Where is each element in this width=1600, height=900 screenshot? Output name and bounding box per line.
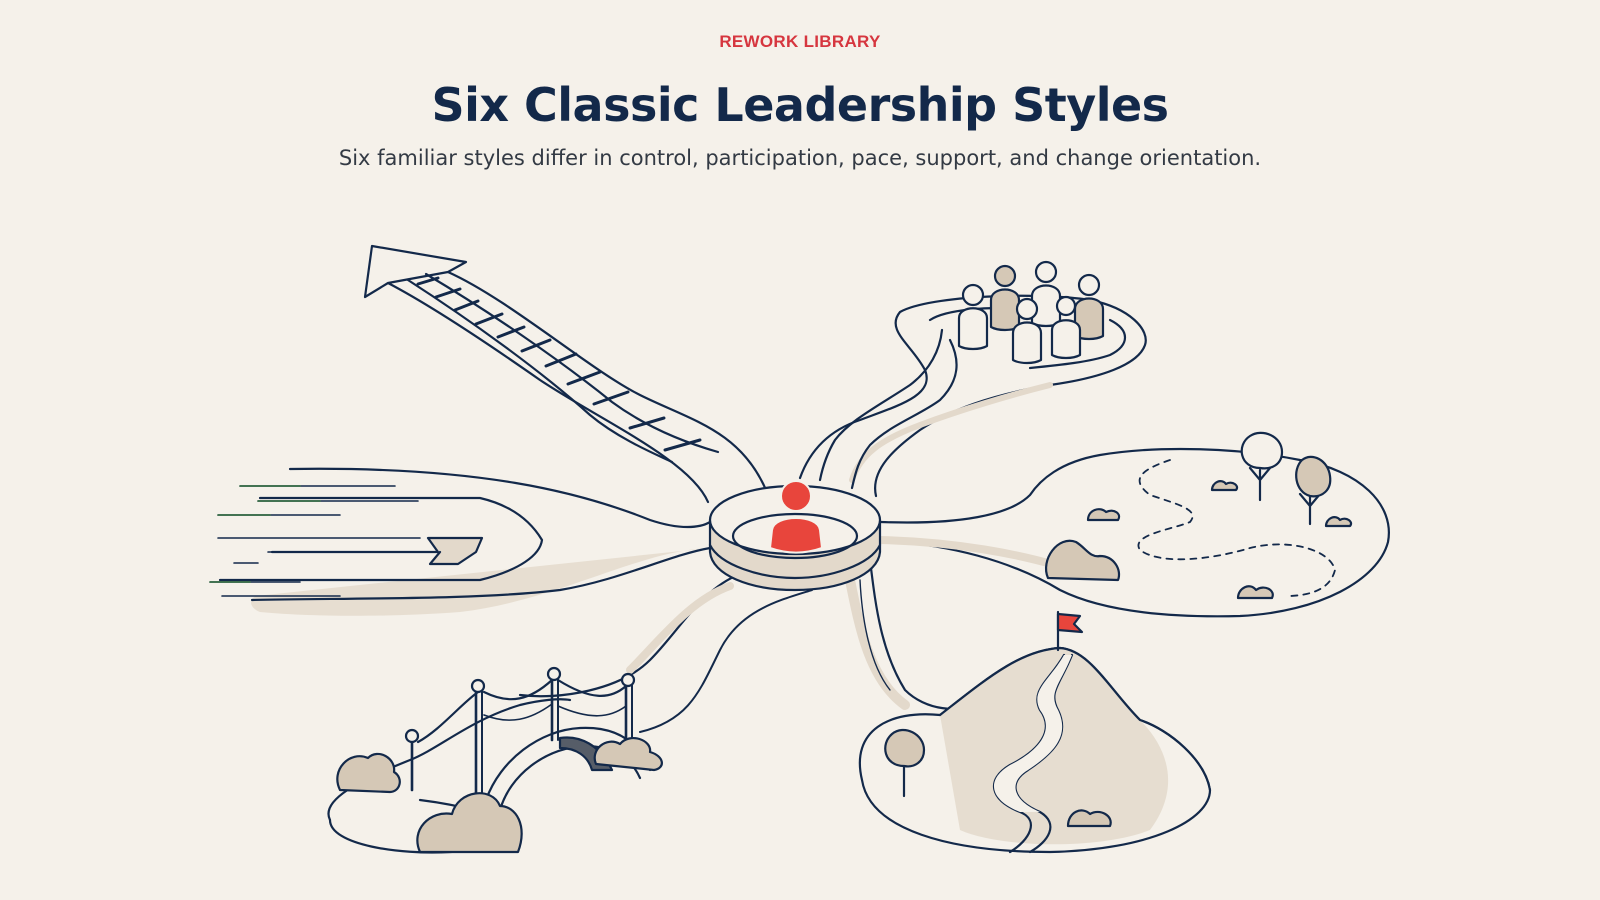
meadow-branch [876, 431, 1390, 618]
central-leader [708, 480, 882, 592]
meadow-trees [1240, 431, 1332, 526]
bridge-branch [327, 572, 813, 854]
leader-body [769, 517, 823, 554]
leader-head [780, 480, 812, 512]
eyebrow-label: REWORK LIBRARY [719, 32, 881, 51]
summit-flag [1056, 610, 1084, 652]
speed-arrow-branch [209, 467, 712, 616]
team-island-branch [798, 260, 1147, 498]
mountain-branch [845, 558, 1212, 854]
page-subtitle: Six familiar styles differ in control, p… [338, 146, 1262, 170]
arrow-ladder-branch [363, 244, 768, 504]
page-title: Six Classic Leadership Styles [431, 78, 1169, 132]
team-people [957, 260, 1105, 365]
